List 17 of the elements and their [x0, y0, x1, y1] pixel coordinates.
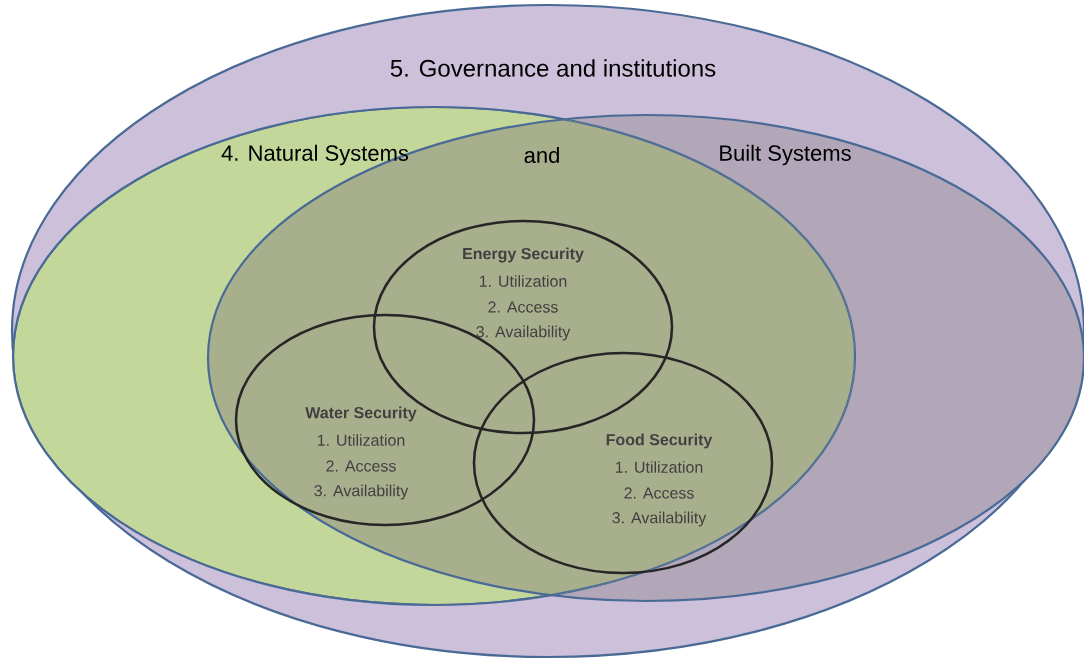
region-label: 5. Governance and institutions	[390, 59, 716, 77]
list-item: 3. Availability	[314, 484, 409, 500]
list-item: 2. Access	[488, 301, 558, 313]
list-item: 2. Access	[326, 460, 396, 472]
list-item: 1. Utilization	[615, 461, 703, 473]
list-item: 2. Access	[624, 487, 694, 499]
circle-heading: Food Security	[606, 433, 713, 449]
region-label: Built Systems	[720, 144, 851, 166]
list-item: 3. Availability	[476, 325, 571, 341]
circle-heading: Water Security	[305, 406, 417, 422]
list-item: 3. Availability	[612, 511, 707, 527]
region-ellipse	[11, 105, 857, 607]
list-item: 1. Utilization	[479, 275, 567, 287]
list-item: 1. Utilization	[317, 434, 405, 446]
connecting-word: and	[524, 146, 559, 164]
region-label: 4. Natural Systems	[221, 144, 409, 166]
circle-heading: Energy Security	[463, 247, 584, 263]
